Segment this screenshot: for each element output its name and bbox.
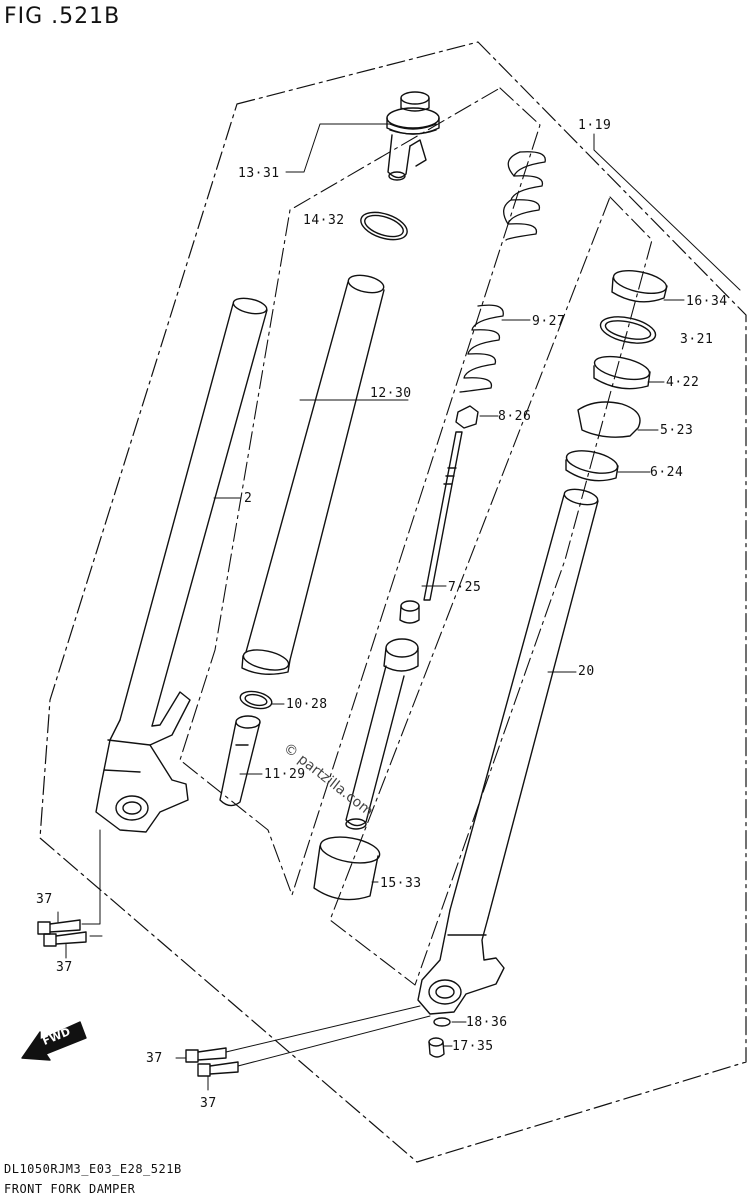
callout-5-23: 5·23 [660,423,694,438]
right-axle-bracket [417,909,505,1015]
figure-caption: FRONT FORK DAMPER [4,1182,136,1196]
callout-16-34: 16·34 [686,294,728,309]
callout-12-30: 12·30 [370,386,412,401]
callout-6-24: 6·24 [650,465,684,480]
callout-20: 20 [578,664,595,679]
cap-bolt [386,91,440,181]
callout-37-a: 37 [36,892,53,907]
left-axle-bracket [95,691,191,833]
spacer-collar [313,836,381,901]
callout-1-19: 1·19 [578,118,612,133]
inner-tube [241,274,385,675]
bolts-left [37,919,87,947]
damper-cylinder [345,638,419,830]
damper-boundary [179,87,541,896]
bolts-bottom [185,1047,239,1077]
callout-3-21: 3·21 [680,332,714,347]
callout-37-d: 37 [200,1096,217,1111]
outer-tube-boundary [329,196,653,986]
washer [433,1017,451,1027]
callout-37-b: 37 [56,960,73,975]
callout-37-c: 37 [146,1051,163,1066]
callout-4-22: 4·22 [666,375,700,390]
callout-2: 2 [244,491,253,506]
o-ring [360,211,408,241]
fwd-arrow [21,1021,87,1061]
oil-lock-piece [219,715,261,807]
callout-14-32: 14·32 [303,213,345,228]
callout-17-35: 17·35 [452,1039,494,1054]
callout-7-25: 7·25 [448,580,482,595]
fork-spring [503,151,546,241]
outer-tube-right [449,488,599,919]
drain-bolt [428,1037,445,1058]
callout-11-29: 11·29 [264,767,306,782]
damper-rod [399,431,463,624]
callout-18-36: 18·36 [466,1015,508,1030]
callout-15-33: 15·33 [380,876,422,891]
leader-lines [57,123,741,1091]
callout-10-28: 10·28 [286,697,328,712]
assembly-boundary [39,41,747,1163]
outer-tube-left [119,297,268,727]
seal-stack [565,270,668,482]
slide-bushing [239,690,273,710]
callout-13-31: 13·31 [238,166,280,181]
callout-8-26: 8·26 [498,409,532,424]
rebound-spring [459,304,504,393]
model-code: DL1050RJM3_E03_E28_521B [4,1162,182,1176]
lock-nut [455,405,479,429]
callout-9-27: 9·27 [532,314,566,329]
figure-title: FIG .521B [4,4,121,29]
